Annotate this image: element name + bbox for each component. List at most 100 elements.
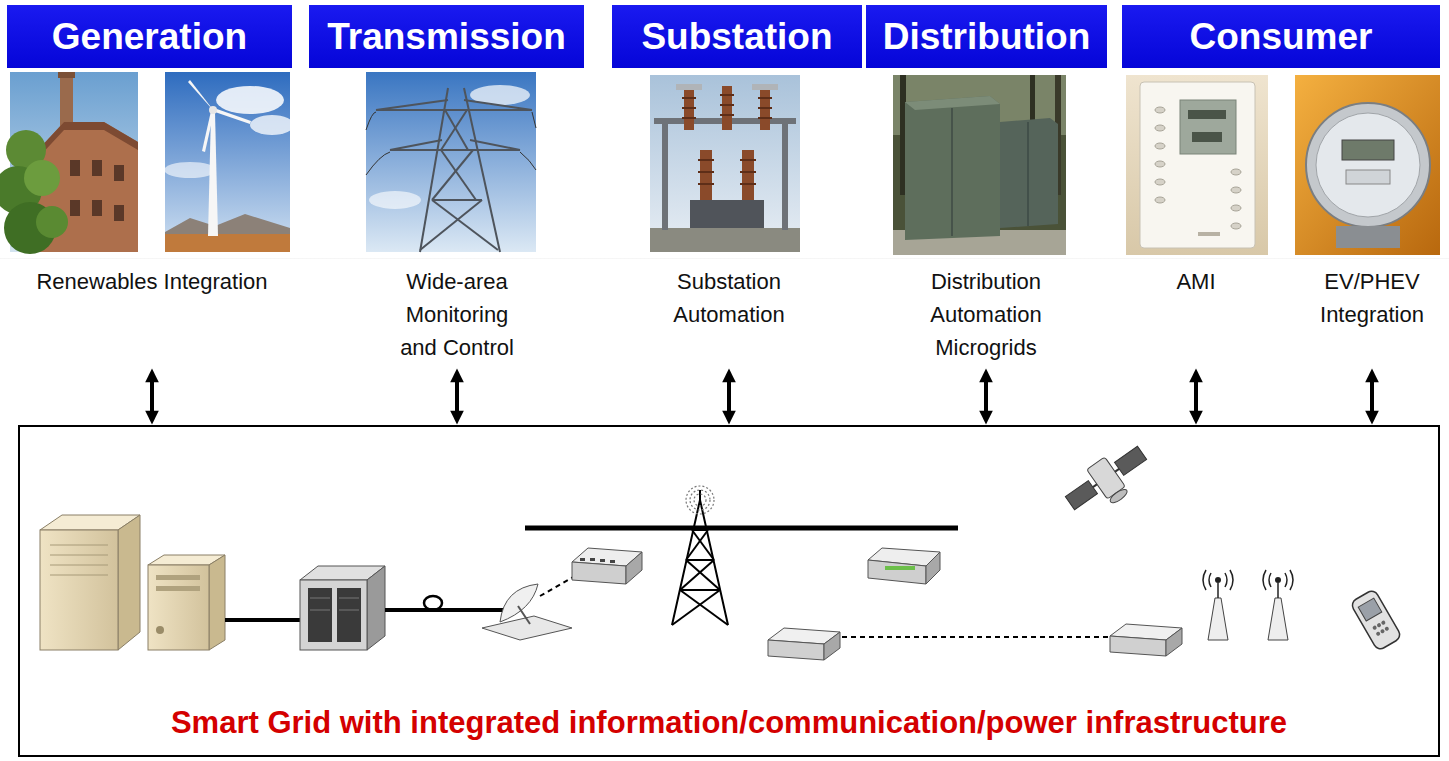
section-header: Generation: [7, 5, 292, 68]
caption-text: Substation Automation: [657, 265, 801, 331]
transmission-tower-photo: [470, 140, 520, 150]
network-illustration: [580, 558, 615, 563]
network-illustration: [1225, 573, 1227, 587]
substation-photo: [740, 171, 756, 173]
network-illustration: [385, 608, 505, 612]
section-header: Distribution: [866, 5, 1107, 68]
substation-photo: [698, 171, 714, 173]
network-illustration: [50, 545, 108, 575]
thermostat-photo: [1155, 143, 1165, 149]
network-illustration: [672, 500, 728, 625]
network-illustration: [686, 530, 708, 560]
substation-photo: [720, 94, 734, 96]
wind-turbine-photo: [165, 234, 290, 252]
substation-photo: [650, 75, 800, 252]
substation-photo: [740, 159, 756, 161]
wind-turbine-photo: [165, 72, 290, 252]
network-illustration: [1166, 628, 1182, 656]
thermostat-photo: [1155, 107, 1165, 113]
network-illustration: [1217, 583, 1219, 598]
thermostat-photo: [1155, 125, 1165, 131]
network-illustration: [680, 590, 728, 625]
caption-text: Renewables Integration: [36, 265, 267, 298]
thermostat-photo: [1198, 232, 1220, 236]
power-plant-photo: [92, 200, 102, 216]
network-illustration: [518, 606, 530, 624]
distribution-cabinet-photo: [1027, 122, 1029, 226]
transmission-tower-photo: [366, 112, 376, 130]
network-illustration: [1372, 620, 1390, 637]
transmission-tower-photo: [376, 88, 532, 252]
substation-photo: [752, 84, 778, 90]
network-illustration: [600, 559, 605, 562]
thermostat-photo: [1231, 223, 1241, 229]
thermostat-photo: [1140, 82, 1255, 248]
thermostat-photo: [1231, 187, 1241, 193]
network-illustration: [1358, 598, 1382, 621]
substation-photo: [700, 150, 712, 200]
network-illustration: [1115, 446, 1147, 475]
network-illustration: [672, 490, 728, 625]
network-illustration: [580, 558, 585, 561]
network-illustration: [842, 636, 1110, 638]
network-illustration: [868, 560, 926, 584]
substation-photo: [682, 97, 696, 99]
network-illustration: [1203, 570, 1206, 590]
transmission-tower-photo: [441, 150, 476, 200]
transmission-tower-photo: [390, 140, 442, 150]
application-caption: Substation Automation: [657, 265, 801, 368]
application-caption: AMI: [1126, 265, 1266, 368]
double-arrow: [455, 374, 459, 419]
substation-photo: [676, 84, 702, 90]
power-plant-photo: [36, 206, 68, 238]
section-title: Substation: [641, 18, 832, 55]
network-illustration: [692, 530, 714, 560]
substation-photo: [698, 183, 714, 185]
transmission-tower-photo: [376, 109, 532, 111]
thermostat-photo: [1231, 169, 1241, 175]
network-illustration: [50, 565, 108, 566]
substation-photo: [682, 95, 772, 184]
network-illustration: [885, 566, 915, 570]
transmission-tower-photo: [369, 191, 421, 209]
network-illustration: [1290, 570, 1293, 590]
network-illustration: [367, 566, 385, 650]
network-illustration: [225, 618, 300, 622]
section-header: Substation: [612, 5, 862, 68]
distribution-cabinet-photo: [951, 108, 953, 236]
network-illustration: [1203, 570, 1293, 598]
network-illustration: [686, 559, 714, 561]
distribution-cabinet-photo: [893, 75, 1066, 255]
transmission-tower-photo: [420, 88, 448, 252]
network-illustration: [500, 584, 538, 622]
double-arrow: [984, 374, 988, 419]
network-illustration: [1275, 577, 1281, 583]
network-illustration: [1372, 625, 1377, 630]
network-illustration: [1376, 622, 1381, 627]
distribution-cabinet-photo: [905, 96, 1000, 240]
smart-meter-photo: [1306, 103, 1430, 227]
wind-turbine-photo: [214, 108, 251, 124]
transmission-tower-photo: [366, 72, 536, 252]
network-illustration: [1208, 598, 1228, 640]
network-illustration: [339, 598, 359, 599]
wind-turbine-photo: [188, 80, 214, 111]
double-arrow: [1370, 374, 1374, 419]
smart-meter-photo: [1342, 140, 1394, 160]
transmission-tower-photo: [366, 152, 390, 175]
section-header: Consumer: [1122, 5, 1440, 68]
power-plant-photo: [58, 72, 75, 78]
application-caption: Renewables Integration: [7, 265, 297, 368]
substation-photo: [690, 200, 764, 228]
network-illustration: [1350, 589, 1402, 651]
transmission-tower-photo: [376, 100, 448, 110]
network-illustration: [50, 545, 108, 546]
wind-turbine-photo: [164, 162, 216, 178]
network-illustration: [156, 586, 200, 591]
wind-turbine-photo: [202, 111, 214, 152]
network-illustration: [824, 632, 840, 660]
transmission-tower-photo: [464, 100, 532, 110]
distribution-cabinet-photo: [893, 75, 1066, 255]
network-illustration: [310, 610, 330, 611]
